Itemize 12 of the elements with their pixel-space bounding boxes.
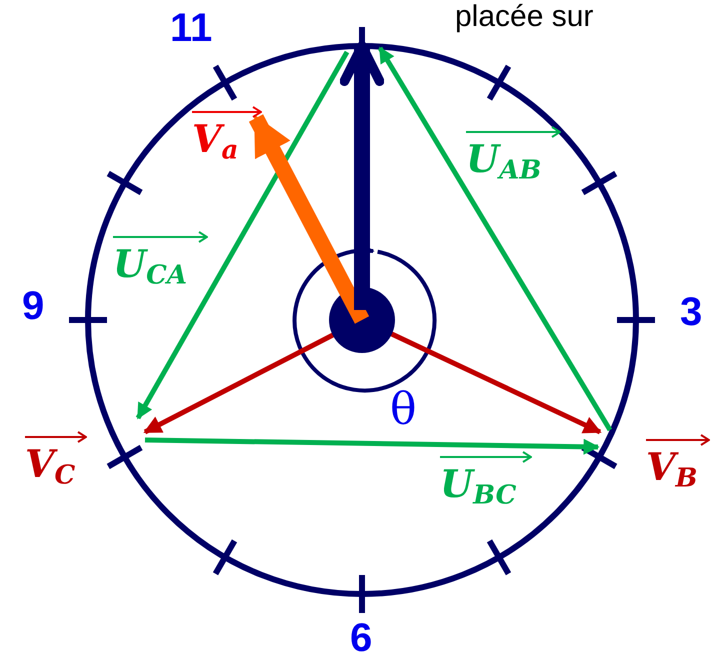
hour-number: 6: [350, 618, 372, 658]
note-text: placée sur: [455, 0, 594, 34]
vector-label: U$_{CA}$: [113, 245, 188, 283]
hour-number: 9: [22, 286, 44, 326]
hour-number: 11: [170, 8, 212, 48]
hour-number: 3: [680, 292, 702, 332]
vector-label: V$_{a}$: [192, 120, 238, 158]
vector-label: U$_{BC}$: [440, 465, 516, 503]
vector-label: U$_{AB}$: [466, 140, 542, 178]
angle-label: θ: [390, 384, 416, 435]
vector-label: V$_{C}$: [25, 445, 76, 483]
vector-label: V$_{B}$: [646, 448, 698, 486]
